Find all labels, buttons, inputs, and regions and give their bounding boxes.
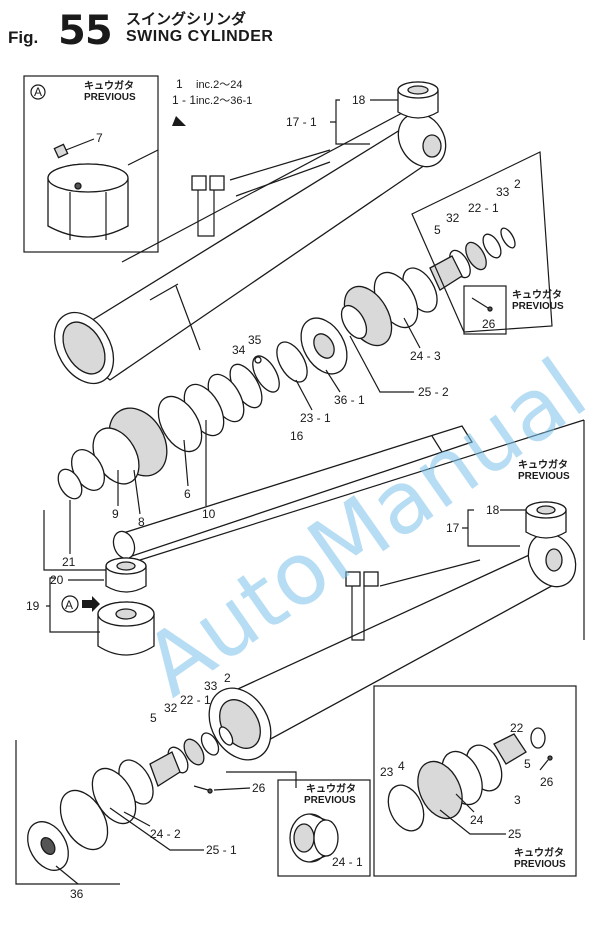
note-previous-jp-1: キュウガタ	[512, 288, 562, 301]
callout-24-3: 24 - 3	[410, 349, 441, 363]
callout-26-low: 26	[252, 781, 266, 795]
upper-cylinder-tube	[53, 111, 447, 385]
callout-17-1: 17 - 1	[286, 115, 317, 129]
bushing-18-top	[397, 81, 439, 119]
callout-3-box: 3	[514, 793, 521, 807]
callout-5-low: 5	[150, 711, 157, 725]
lower-piston-stack	[27, 726, 234, 871]
callout-17: 17	[446, 521, 460, 535]
end-cap-19	[97, 601, 155, 656]
callout-20: 20	[50, 573, 64, 587]
inset-a-circle	[30, 84, 46, 100]
inset-a-letter: A	[34, 85, 42, 99]
callout-2-low: 2	[224, 671, 231, 685]
callout-33-top: 33	[496, 185, 510, 199]
callout-9: 9	[112, 507, 119, 521]
callout-35: 35	[248, 333, 262, 347]
callout-36-1: 36 - 1	[334, 393, 365, 407]
callout-18-mid: 18	[486, 503, 500, 517]
callout-26-top: 26	[482, 317, 496, 331]
fig-number: 55	[58, 8, 113, 54]
callout-25-2: 25 - 2	[418, 385, 449, 399]
callout-22-box: 22	[510, 721, 524, 735]
grease-nipple-part	[53, 143, 69, 159]
gland-ring-stack	[57, 341, 308, 500]
callout-32-low: 32	[164, 701, 178, 715]
note-previous-jp-3: キュウガタ	[306, 782, 356, 795]
callout-23-box: 23	[380, 765, 394, 779]
callout-5-top: 5	[434, 223, 441, 237]
callout-22-1-low: 22 - 1	[180, 693, 211, 707]
seal-24-1	[289, 813, 339, 863]
ref-a-circle	[61, 595, 79, 613]
callout-24-box: 24	[470, 813, 484, 827]
pointer-arrow-icon	[172, 116, 186, 126]
callout-36: 36	[70, 887, 84, 901]
note-previous-jp-4: キュウガタ	[514, 846, 564, 859]
callout-24-2: 24 - 2	[150, 827, 181, 841]
callout-33-low: 33	[204, 679, 218, 693]
note-inc-1: inc.2～24	[196, 79, 242, 91]
callout-6: 6	[184, 487, 191, 501]
note-previous-en-3: PREVIOUS	[304, 795, 356, 806]
callout-2-top: 2	[514, 177, 521, 191]
callout-21: 21	[62, 555, 76, 569]
callout-5-box: 5	[524, 757, 531, 771]
note-previous-en-1: PREVIOUS	[512, 301, 564, 312]
fig-prefix: Fig.	[8, 28, 39, 47]
piston-rod	[112, 425, 473, 560]
inset-previous-piston-box	[373, 685, 577, 877]
callout-19: 19	[26, 599, 40, 613]
title-japanese: スイングシリンダ	[126, 11, 247, 28]
callout-16: 16	[290, 429, 304, 443]
inset-24-1-box	[277, 779, 371, 877]
callout-25-box: 25	[508, 827, 522, 841]
callout-23-1: 23 - 1	[300, 411, 331, 425]
callout-1-1: 1 - 1	[172, 93, 196, 107]
callout-26-box: 26	[540, 775, 554, 789]
inset-piston-stack	[387, 727, 546, 832]
callout-34: 34	[232, 343, 246, 357]
upper-piston-stack	[300, 227, 516, 375]
bushing-20	[105, 557, 147, 593]
inset-a-previous-en: PREVIOUS	[84, 92, 136, 103]
callout-32-top: 32	[446, 211, 460, 225]
callout-1: 1	[176, 77, 183, 91]
inset-a-previous-jp: キュウガタ	[84, 79, 134, 92]
note-previous-jp-2: キュウガタ	[518, 458, 568, 471]
note-previous-en-2: PREVIOUS	[518, 471, 570, 482]
callout-10: 10	[202, 507, 216, 521]
pin-26-top-part	[471, 297, 489, 309]
ref-a-letter: A	[65, 598, 73, 612]
title-english: SWING CYLINDER	[126, 28, 274, 45]
callout-7: 7	[96, 131, 103, 145]
inset-a-box: A キュウガタ PREVIOUS 7	[23, 75, 159, 253]
callout-4-box: 4	[398, 759, 405, 773]
note-inc-1-1: inc.2～36-1	[196, 95, 252, 107]
note-previous-en-4: PREVIOUS	[514, 859, 566, 870]
arrow-right-icon	[82, 596, 100, 612]
callout-18-top: 18	[352, 93, 366, 107]
callout-24-1: 24 - 1	[332, 855, 363, 869]
callout-8: 8	[138, 515, 145, 529]
bushing-18-mid	[525, 501, 567, 539]
callout-25-1: 25 - 1	[206, 843, 237, 857]
callout-22-1-top: 22 - 1	[468, 201, 499, 215]
